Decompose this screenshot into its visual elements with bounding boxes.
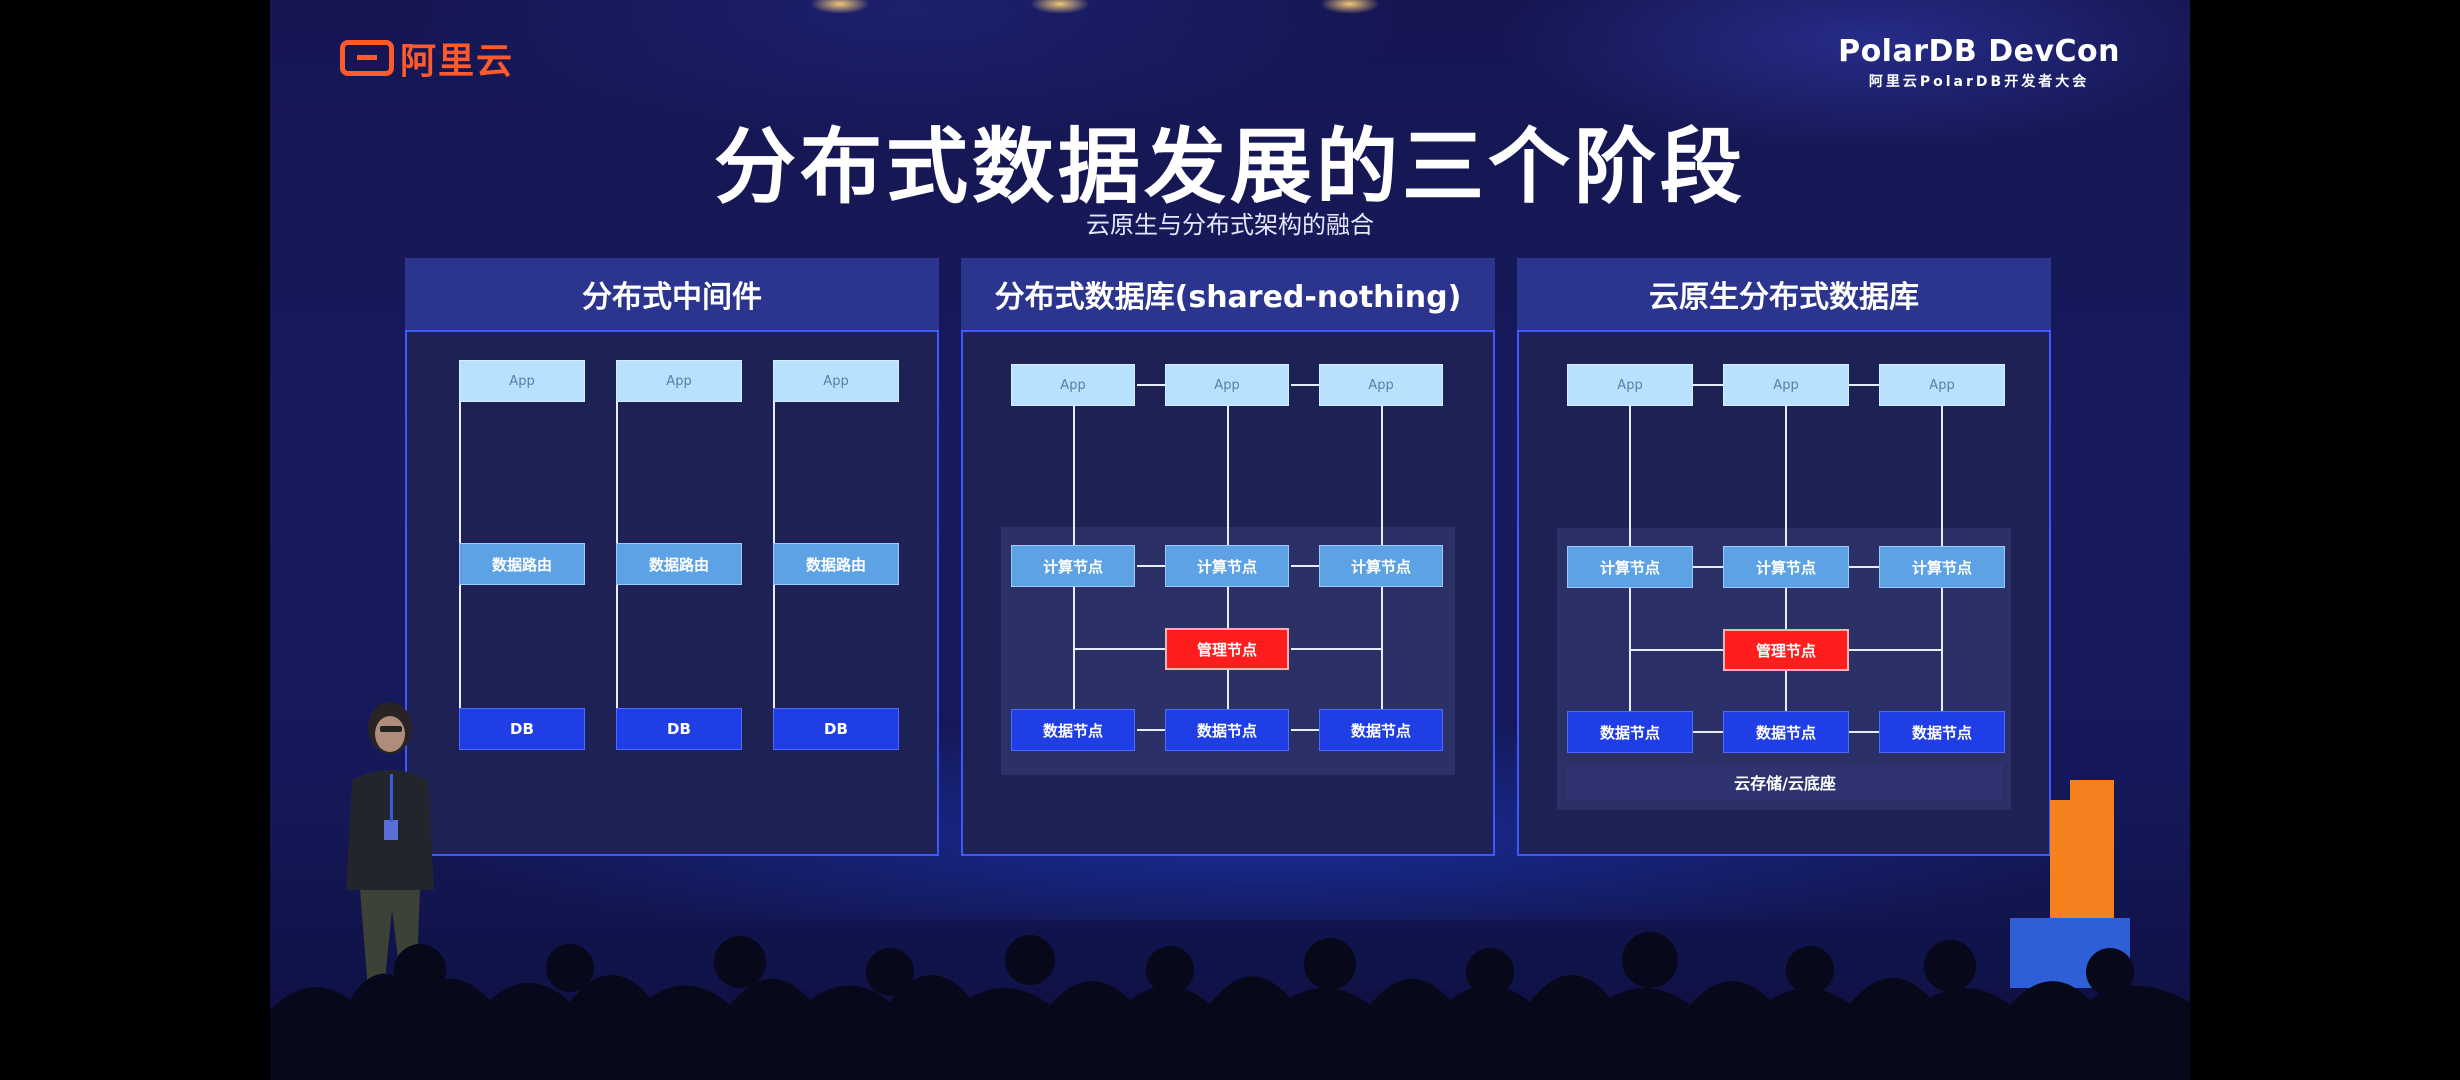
data-node: 数据节点: [1011, 709, 1135, 751]
brand-subtitle: 阿里云PolarDB开发者大会: [1868, 74, 2090, 90]
brand-title: PolarDB DevCon: [1838, 34, 2120, 69]
polardb-devcon-logo: PolarDB DevCon 阿里云PolarDB开发者大会: [1838, 34, 2120, 91]
app-node: App: [1319, 364, 1443, 406]
connector-lines: [459, 366, 775, 730]
db-node: DB: [459, 708, 585, 750]
app-node: App: [1879, 364, 2005, 406]
alibaba-cloud-logo: 阿里云: [340, 32, 514, 84]
compute-node: 计算节点: [1011, 545, 1135, 587]
alibaba-cloud-icon: [340, 40, 394, 76]
connector-lines: [1073, 366, 1383, 732]
app-node: App: [1567, 364, 1693, 406]
compute-node: 计算节点: [1723, 546, 1849, 588]
slide-subtitle: 云原生与分布式架构的融合: [1086, 211, 1374, 239]
compute-node: 计算节点: [1567, 546, 1693, 588]
manager-node: 管理节点: [1723, 629, 1849, 671]
panel-title: 分布式中间件: [405, 258, 939, 330]
logo-text: 阿里云: [400, 41, 515, 82]
app-node: App: [1723, 364, 1849, 406]
stage-light: [810, 0, 870, 14]
speaker-figure: [346, 702, 434, 998]
stage-light: [1030, 0, 1090, 14]
audience-silhouettes: [270, 932, 2190, 1080]
presentation-video-frame: 阿里云 PolarDB DevCon 阿里云PolarDB开发者大会 分布式数据…: [270, 0, 2190, 1080]
compute-node: 计算节点: [1165, 545, 1289, 587]
slide-title: 分布式数据发展的三个阶段: [713, 120, 1746, 215]
stage-decoration: [2050, 800, 2114, 920]
db-node: DB: [773, 708, 899, 750]
data-route-node: 数据路由: [459, 543, 585, 585]
compute-node: 计算节点: [1319, 545, 1443, 587]
cloud-storage-layer: 云存储/云底座: [1567, 764, 2003, 800]
panel-distributed-middleware: 分布式中间件 App App App 数据路由 数据路由: [405, 258, 939, 856]
data-node: 数据节点: [1567, 711, 1693, 753]
data-node: 数据节点: [1723, 711, 1849, 753]
data-route-node: 数据路由: [773, 543, 899, 585]
app-node: App: [1011, 364, 1135, 406]
panel-title: 分布式数据库(shared-nothing): [961, 258, 1495, 330]
panel-body: App App App 计算节点 计算节点 计算节点 管理节点 数据节点 数据节…: [961, 330, 1495, 856]
data-node: 数据节点: [1165, 709, 1289, 751]
panel-cloud-native-distributed-database: 云原生分布式数据库 App App: [1517, 258, 2051, 856]
stage-decoration: [2070, 780, 2114, 804]
data-route-node: 数据路由: [616, 543, 742, 585]
stage-light: [1320, 0, 1380, 14]
panel-title: 云原生分布式数据库: [1517, 258, 2051, 330]
app-node: App: [773, 360, 899, 402]
data-node: 数据节点: [1319, 709, 1443, 751]
app-node: App: [616, 360, 742, 402]
app-node: App: [459, 360, 585, 402]
data-node: 数据节点: [1879, 711, 2005, 753]
panel-body: App App App 计算节点 计算节点 计算节点 管理节点 数据节点 数据节…: [1517, 330, 2051, 856]
app-node: App: [1165, 364, 1289, 406]
panel-body: App App App 数据路由 数据路由 数据路由 DB DB DB: [405, 330, 939, 856]
db-node: DB: [616, 708, 742, 750]
compute-node: 计算节点: [1879, 546, 2005, 588]
panel-shared-nothing-database: 分布式数据库(shared-nothing) App: [961, 258, 1495, 856]
manager-node: 管理节点: [1165, 628, 1289, 670]
